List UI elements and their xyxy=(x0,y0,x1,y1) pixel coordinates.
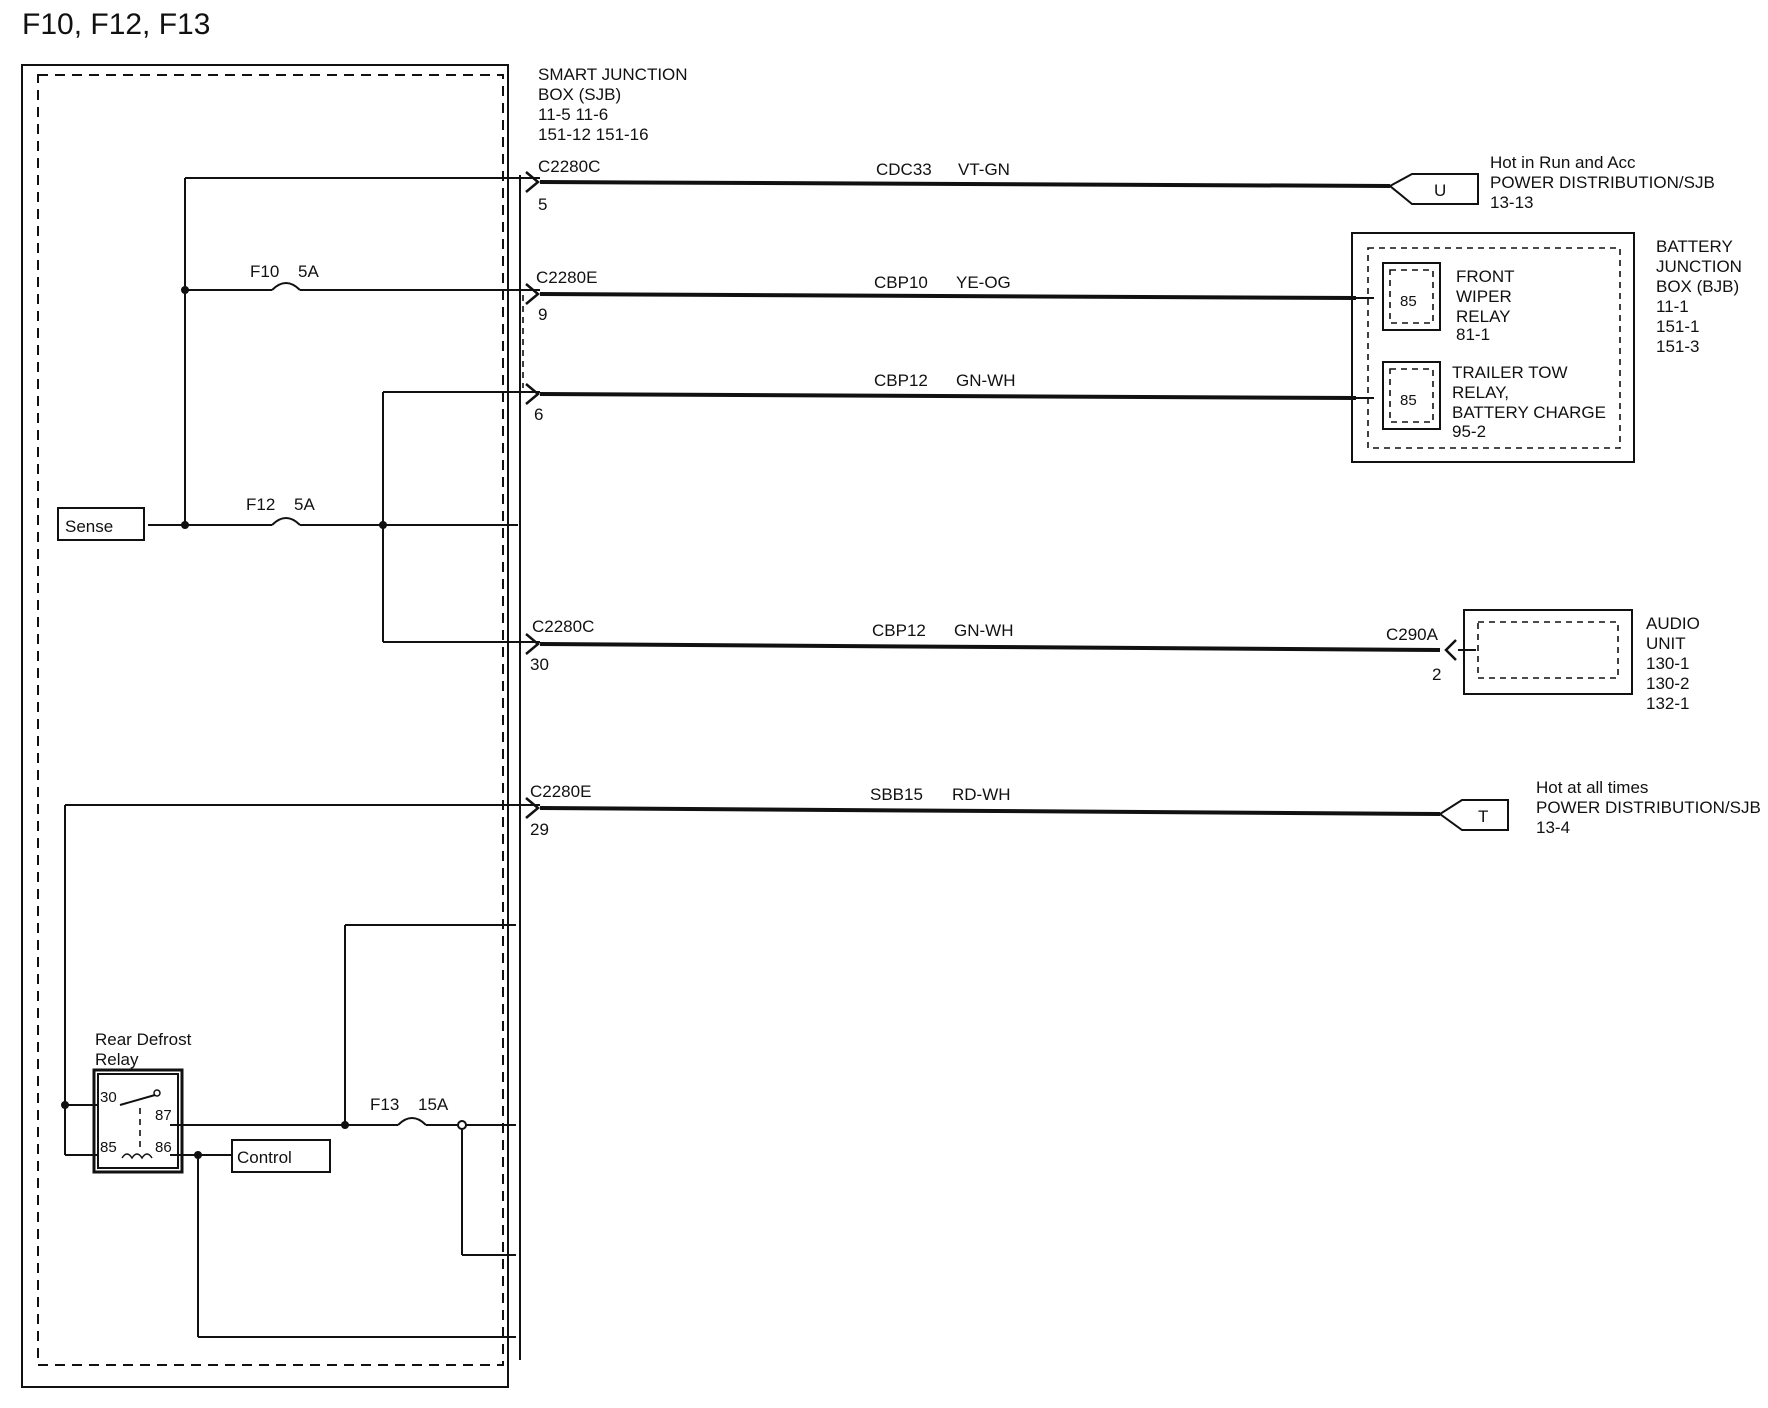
pin-label-4: 30 xyxy=(530,655,549,674)
rear-defrost-relay: Rear Defrost Relay 30 87 85 86 xyxy=(92,1030,192,1174)
ref-t-line2: POWER DISTRIBUTION/SJB xyxy=(1536,798,1761,817)
circuit-label-1: CDC33 xyxy=(876,160,932,179)
pin-label-2: 9 xyxy=(538,305,547,324)
bjb-relay2-line1: TRAILER TOW xyxy=(1452,363,1568,382)
wire-color-1: VT-GN xyxy=(958,160,1010,179)
fuse-f12-rating: 5A xyxy=(294,495,315,514)
bjb-relay1-line2: WIPER xyxy=(1456,287,1512,306)
audio-label-3: 130-1 xyxy=(1646,654,1689,673)
ref-t-line3: 13-4 xyxy=(1536,818,1570,837)
audio-pin: 2 xyxy=(1432,665,1441,684)
fuse-f12-name: F12 xyxy=(246,495,275,514)
audio-label-4: 130-2 xyxy=(1646,674,1689,693)
bjb-relay1-pin: 85 xyxy=(1400,293,1417,310)
audio-connector: C290A xyxy=(1386,625,1439,644)
relay-pin-87: 87 xyxy=(155,1107,172,1124)
bjb-relay2-line2: RELAY, xyxy=(1452,383,1509,402)
connector-arrows xyxy=(525,171,1457,819)
fuse-f13-name: F13 xyxy=(370,1095,399,1114)
ref-u-letter: U xyxy=(1434,181,1446,200)
sense-label: Sense xyxy=(65,517,113,536)
sjb-label-1: SMART JUNCTION xyxy=(538,65,688,84)
fuse-f12-symbol xyxy=(271,517,301,526)
circuit-labels: C2280C 5 CDC33 VT-GN C2280E 9 CBP10 YE-O… xyxy=(530,157,1015,839)
relay-title-2: Relay xyxy=(95,1050,139,1069)
bjb-label-5: 151-1 xyxy=(1656,317,1699,336)
connector-label-5: C2280E xyxy=(530,782,591,801)
wire-color-3: GN-WH xyxy=(956,371,1015,390)
wire-color-4: GN-WH xyxy=(954,621,1013,640)
splice-dots xyxy=(61,286,467,1159)
control-label: Control xyxy=(237,1148,292,1167)
relay-pin-86: 86 xyxy=(155,1139,172,1156)
bjb-relay2-line3: BATTERY CHARGE xyxy=(1452,403,1606,422)
control-box: Control xyxy=(231,1139,331,1173)
wire-sbb15 xyxy=(539,806,1441,816)
audio-unit: C290A 2 AUDIO UNIT 130-1 130-2 132-1 xyxy=(1386,609,1700,713)
pin-label-3: 6 xyxy=(534,405,543,424)
wire-cbp10 xyxy=(539,292,1357,300)
bjb-relay1-line3: RELAY xyxy=(1456,307,1511,326)
wire-cbp12-audio xyxy=(539,642,1441,652)
bjb-relay1-line1: FRONT xyxy=(1456,267,1515,286)
bjb-label-6: 151-3 xyxy=(1656,337,1699,356)
fuse-f10-symbol xyxy=(271,282,301,291)
wire-color-5: RD-WH xyxy=(952,785,1011,804)
sense-box: Sense xyxy=(57,507,145,541)
bjb-relay2-line4: 95-2 xyxy=(1452,422,1486,441)
pin-label-5: 29 xyxy=(530,820,549,839)
relay-pin-30: 30 xyxy=(100,1089,117,1106)
ref-u: U Hot in Run and Acc POWER DISTRIBUTION/… xyxy=(1388,153,1715,212)
ref-t: T Hot at all times POWER DISTRIBUTION/SJ… xyxy=(1438,778,1761,837)
ref-u-line1: Hot in Run and Acc xyxy=(1490,153,1636,172)
smart-junction-box: SMART JUNCTION BOX (SJB) 11-5 11-6 151-1… xyxy=(21,64,688,1388)
circuit-label-5: SBB15 xyxy=(870,785,923,804)
diagram-title: F10, F12, F13 xyxy=(22,8,210,41)
fuse-f13-symbol xyxy=(397,1117,427,1126)
ref-t-line1: Hot at all times xyxy=(1536,778,1648,797)
fuse-f10-name: F10 xyxy=(250,262,279,281)
circuit-label-4: CBP12 xyxy=(872,621,926,640)
wire-color-2: YE-OG xyxy=(956,273,1011,292)
fuse-f13-rating: 15A xyxy=(418,1095,449,1114)
ref-u-line3: 13-13 xyxy=(1490,193,1533,212)
ref-u-line2: POWER DISTRIBUTION/SJB xyxy=(1490,173,1715,192)
sjb-label-4: 151-12 151-16 xyxy=(538,125,649,144)
fuse-f10-rating: 5A xyxy=(298,262,319,281)
pin-label-1: 5 xyxy=(538,195,547,214)
audio-label-1: AUDIO xyxy=(1646,614,1700,633)
bjb-label-3: BOX (BJB) xyxy=(1656,277,1739,296)
relay-pin-85: 85 xyxy=(100,1139,117,1156)
bjb-label-2: JUNCTION xyxy=(1656,257,1742,276)
bjb-relay1-line4: 81-1 xyxy=(1456,325,1490,344)
connector-label-4: C2280C xyxy=(532,617,594,636)
audio-label-5: 132-1 xyxy=(1646,694,1689,713)
bjb-relay2-pin: 85 xyxy=(1400,392,1417,409)
sjb-label-2: BOX (SJB) xyxy=(538,85,621,104)
circuit-label-3: CBP12 xyxy=(874,371,928,390)
ref-t-letter: T xyxy=(1478,807,1488,826)
wire-cbp12-bjb xyxy=(539,392,1357,400)
internal-wiring xyxy=(64,177,540,1338)
circuit-label-2: CBP10 xyxy=(874,273,928,292)
relay-title-1: Rear Defrost xyxy=(95,1030,192,1049)
bjb-label-1: BATTERY xyxy=(1656,237,1733,256)
audio-label-2: UNIT xyxy=(1646,634,1686,653)
connector-label-2: C2280E xyxy=(536,268,597,287)
bjb-label-4: 11-1 xyxy=(1656,297,1689,316)
connector-label-1: C2280C xyxy=(538,157,600,176)
harness-wires xyxy=(539,180,1441,816)
wire-cdc33 xyxy=(539,180,1391,188)
sjb-label-3: 11-5 11-6 xyxy=(538,105,608,124)
battery-junction-box: 85 85 FRONT WIPER RELAY 81-1 TRAILER TOW… xyxy=(1351,232,1742,463)
